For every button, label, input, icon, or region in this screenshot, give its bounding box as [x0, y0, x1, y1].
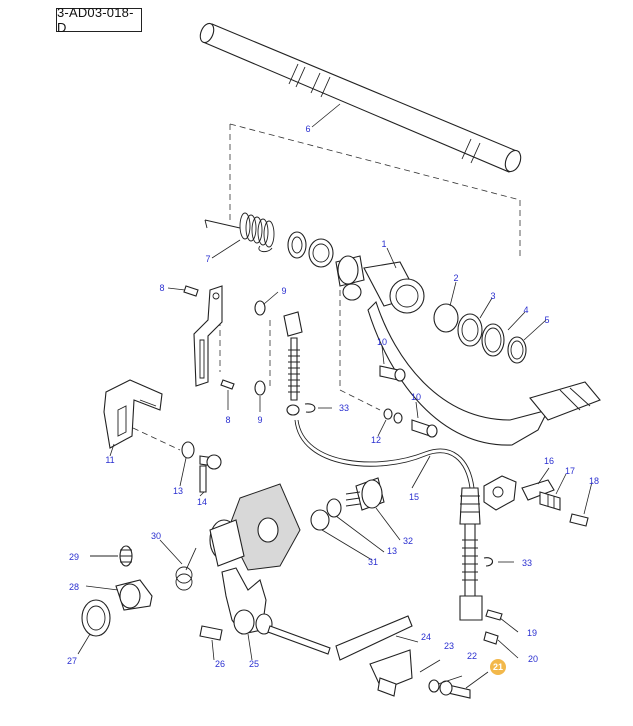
parts-24-26-release-fork — [199, 567, 419, 697]
callout-8b: 8 — [225, 415, 230, 425]
callout-31: 31 — [368, 557, 378, 567]
callout-29: 29 — [69, 552, 79, 562]
callout-9a: 9 — [281, 286, 286, 296]
callout-8a: 8 — [159, 283, 164, 293]
callout-13a: 13 — [173, 486, 183, 496]
pivot-washers — [287, 231, 365, 301]
callout-25: 25 — [249, 659, 259, 669]
callout-27: 27 — [67, 656, 77, 666]
callout-16: 16 — [544, 456, 554, 466]
callout-33a: 33 — [339, 403, 349, 413]
callout-5: 5 — [544, 315, 549, 325]
callout-22: 22 — [467, 651, 477, 661]
callout-1: 1 — [381, 239, 386, 249]
parts-19-20-pins — [483, 609, 519, 659]
callout-26: 26 — [215, 659, 225, 669]
callout-10a: 10 — [377, 337, 387, 347]
callout-2: 2 — [453, 273, 458, 283]
callout-3: 3 — [490, 291, 495, 301]
clutch-rod-upper — [283, 311, 332, 416]
callout-7: 7 — [205, 254, 210, 264]
callout-32: 32 — [403, 536, 413, 546]
part-11-mounting-bracket — [103, 379, 163, 457]
reference-code-box: 3-AD03-018-D — [56, 5, 142, 35]
linkage-bracket — [193, 285, 223, 387]
release-shaft-housing — [209, 483, 301, 571]
parts-16-18-anchor-plate — [483, 467, 593, 527]
callout-33b: 33 — [522, 558, 532, 568]
parts-13-14-washer-bolt — [179, 441, 222, 497]
callout-9b: 9 — [257, 415, 262, 425]
parts-10-12-fasteners — [377, 345, 438, 438]
callout-11: 11 — [105, 455, 114, 465]
reference-code: 3-AD03-018-D — [57, 5, 134, 35]
callout-28: 28 — [69, 582, 79, 592]
callout-23: 23 — [444, 641, 454, 651]
callout-12: 12 — [371, 435, 381, 445]
parts-31-32-adjuster — [310, 477, 401, 561]
parts-27-30-release-components — [77, 539, 197, 655]
callout-21-highlight — [490, 659, 506, 675]
parts-21-23-bolt-washer — [419, 659, 489, 699]
assembly-guide-lines — [132, 123, 521, 451]
callout-14: 14 — [197, 497, 207, 507]
parts-2-5-bush-and-clips — [433, 281, 547, 364]
callout-13b: 13 — [387, 546, 397, 556]
callout-24: 24 — [421, 632, 431, 642]
callout-21: 21 — [493, 662, 503, 672]
callout-labels: 1 2 3 4 5 6 7 8 8 9 9 10 10 11 12 13 13 … — [67, 124, 599, 675]
parts-8-9-pins-washers — [167, 285, 279, 412]
part-15-clutch-cable — [294, 419, 514, 621]
callout-17: 17 — [565, 466, 575, 476]
callout-15: 15 — [409, 492, 419, 502]
callout-10b: 10 — [411, 392, 421, 402]
callout-30: 30 — [151, 531, 161, 541]
callout-4: 4 — [523, 305, 528, 315]
callout-18: 18 — [589, 476, 599, 486]
callout-6: 6 — [305, 124, 310, 134]
callout-20: 20 — [528, 654, 538, 664]
callout-19: 19 — [527, 628, 537, 638]
part-6-cross-shaft — [199, 22, 522, 173]
part-7-return-spring — [204, 212, 275, 259]
